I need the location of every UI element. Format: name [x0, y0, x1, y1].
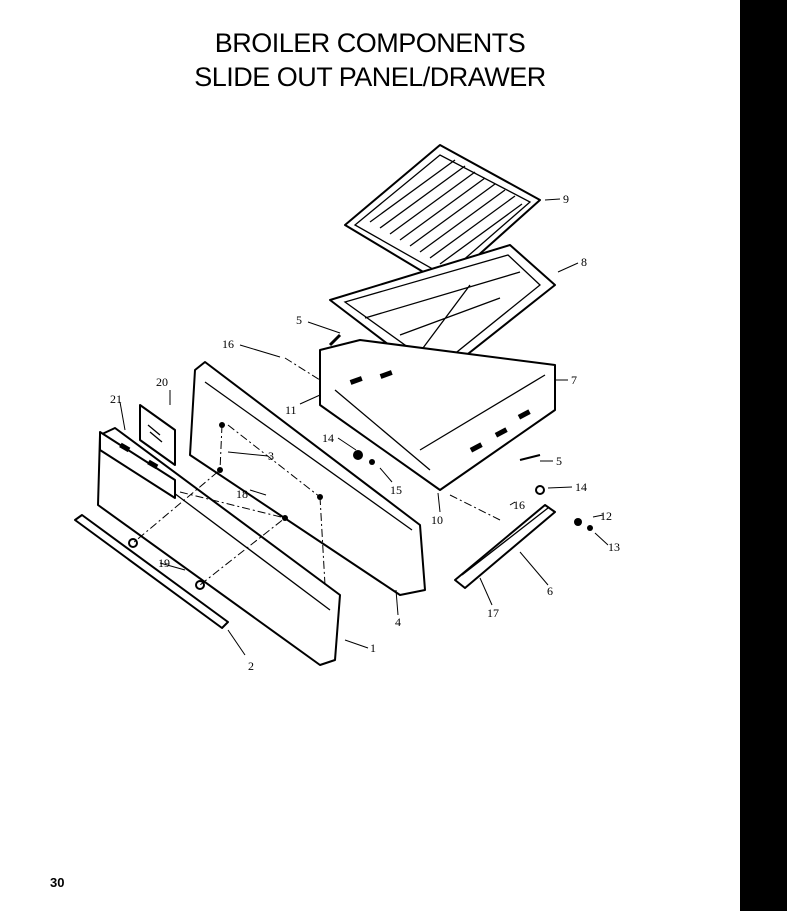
callout-6: 6 — [547, 584, 553, 598]
page-edge-bar — [740, 0, 787, 911]
callout-7: 7 — [571, 373, 577, 387]
callout-17: 17 — [487, 606, 499, 620]
part-bracket — [99, 431, 176, 499]
callout-19: 19 — [158, 556, 170, 570]
callout-5-upper: 5 — [296, 313, 302, 327]
callout-16-lower: 16 — [513, 498, 525, 512]
callout-15: 15 — [390, 483, 402, 497]
callout-20: 20 — [156, 375, 168, 389]
callout-16-upper: 16 — [222, 337, 234, 351]
callout-2: 2 — [248, 659, 254, 673]
callout-14-left: 14 — [322, 431, 334, 445]
callout-11: 11 — [285, 403, 297, 417]
assembly-lines — [132, 357, 501, 586]
callout-3: 3 — [268, 449, 274, 463]
callout-9: 9 — [563, 192, 569, 206]
part-broiler-grid — [344, 144, 541, 286]
callout-10: 10 — [431, 513, 443, 527]
callout-14-right: 14 — [575, 480, 587, 494]
callout-13: 13 — [608, 540, 620, 554]
part-inner-panel — [189, 361, 426, 596]
page-title-line-1: BROILER COMPONENTS — [214, 28, 526, 58]
leader-lines — [119, 198, 609, 656]
page-number: 30 — [50, 875, 65, 890]
callout-12: 12 — [600, 509, 612, 523]
part-slide-rail — [454, 504, 556, 589]
exploded-parts-diagram: 9 8 7 5 16 11 14 15 5 14 16 12 13 10 3 1… — [74, 144, 620, 673]
part-drawer-body — [319, 339, 556, 491]
callout-1: 1 — [370, 641, 376, 655]
callout-5-lower: 5 — [556, 454, 562, 468]
page-title-line-2: SLIDE OUT PANEL/DRAWER — [194, 62, 546, 92]
callout-8: 8 — [581, 255, 587, 269]
part-heat-shield — [139, 404, 176, 466]
callout-18: 18 — [236, 487, 248, 501]
part-handle — [74, 514, 229, 629]
callout-4: 4 — [395, 615, 401, 629]
fasteners — [128, 333, 593, 590]
callout-21: 21 — [110, 392, 122, 406]
